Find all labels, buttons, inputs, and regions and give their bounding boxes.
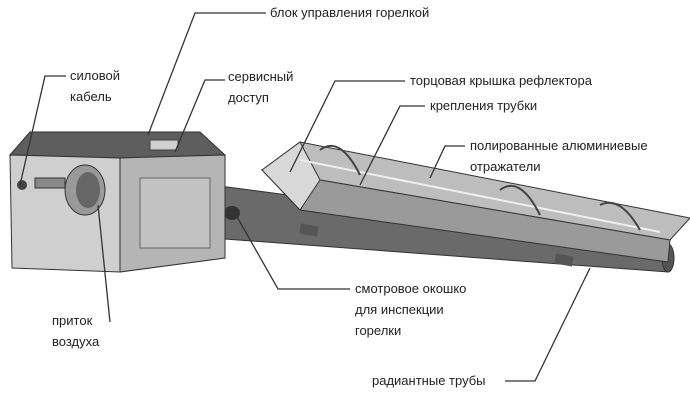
label-control-unit: блок управления горелкой [270,5,430,20]
label-sight-glass-3: горелки [355,323,402,338]
label-reflectors-1: полированные алюминиевые [470,138,648,153]
label-tube-mounts: крепления трубки [430,98,538,113]
label-sight-glass-2: для инспекции [355,302,444,317]
tube-mounts [319,144,641,231]
label-end-cap: торцовая крышка рефлектора [410,73,592,88]
label-reflectors-2: отражатели [470,159,541,174]
label-air-intake-2: воздуха [52,334,100,349]
label-power-cable-1: силовой [70,68,120,83]
label-air-intake-1: приток [52,313,93,328]
service-access-panel [149,139,179,151]
reflector-end-cap [261,141,321,211]
label-service-access-2: доступ [228,90,269,105]
label-service-access-1: сервисный [228,69,294,84]
leader-lines [19,12,591,382]
label-radiant-tubes: радиантные трубы [372,373,486,388]
burner-control-box [8,131,227,273]
label-sight-glass-1: смотровое окошко [355,281,467,296]
sight-glass [224,206,240,220]
label-power-cable-2: кабель [70,89,112,104]
power-cable-inlet [17,180,27,190]
